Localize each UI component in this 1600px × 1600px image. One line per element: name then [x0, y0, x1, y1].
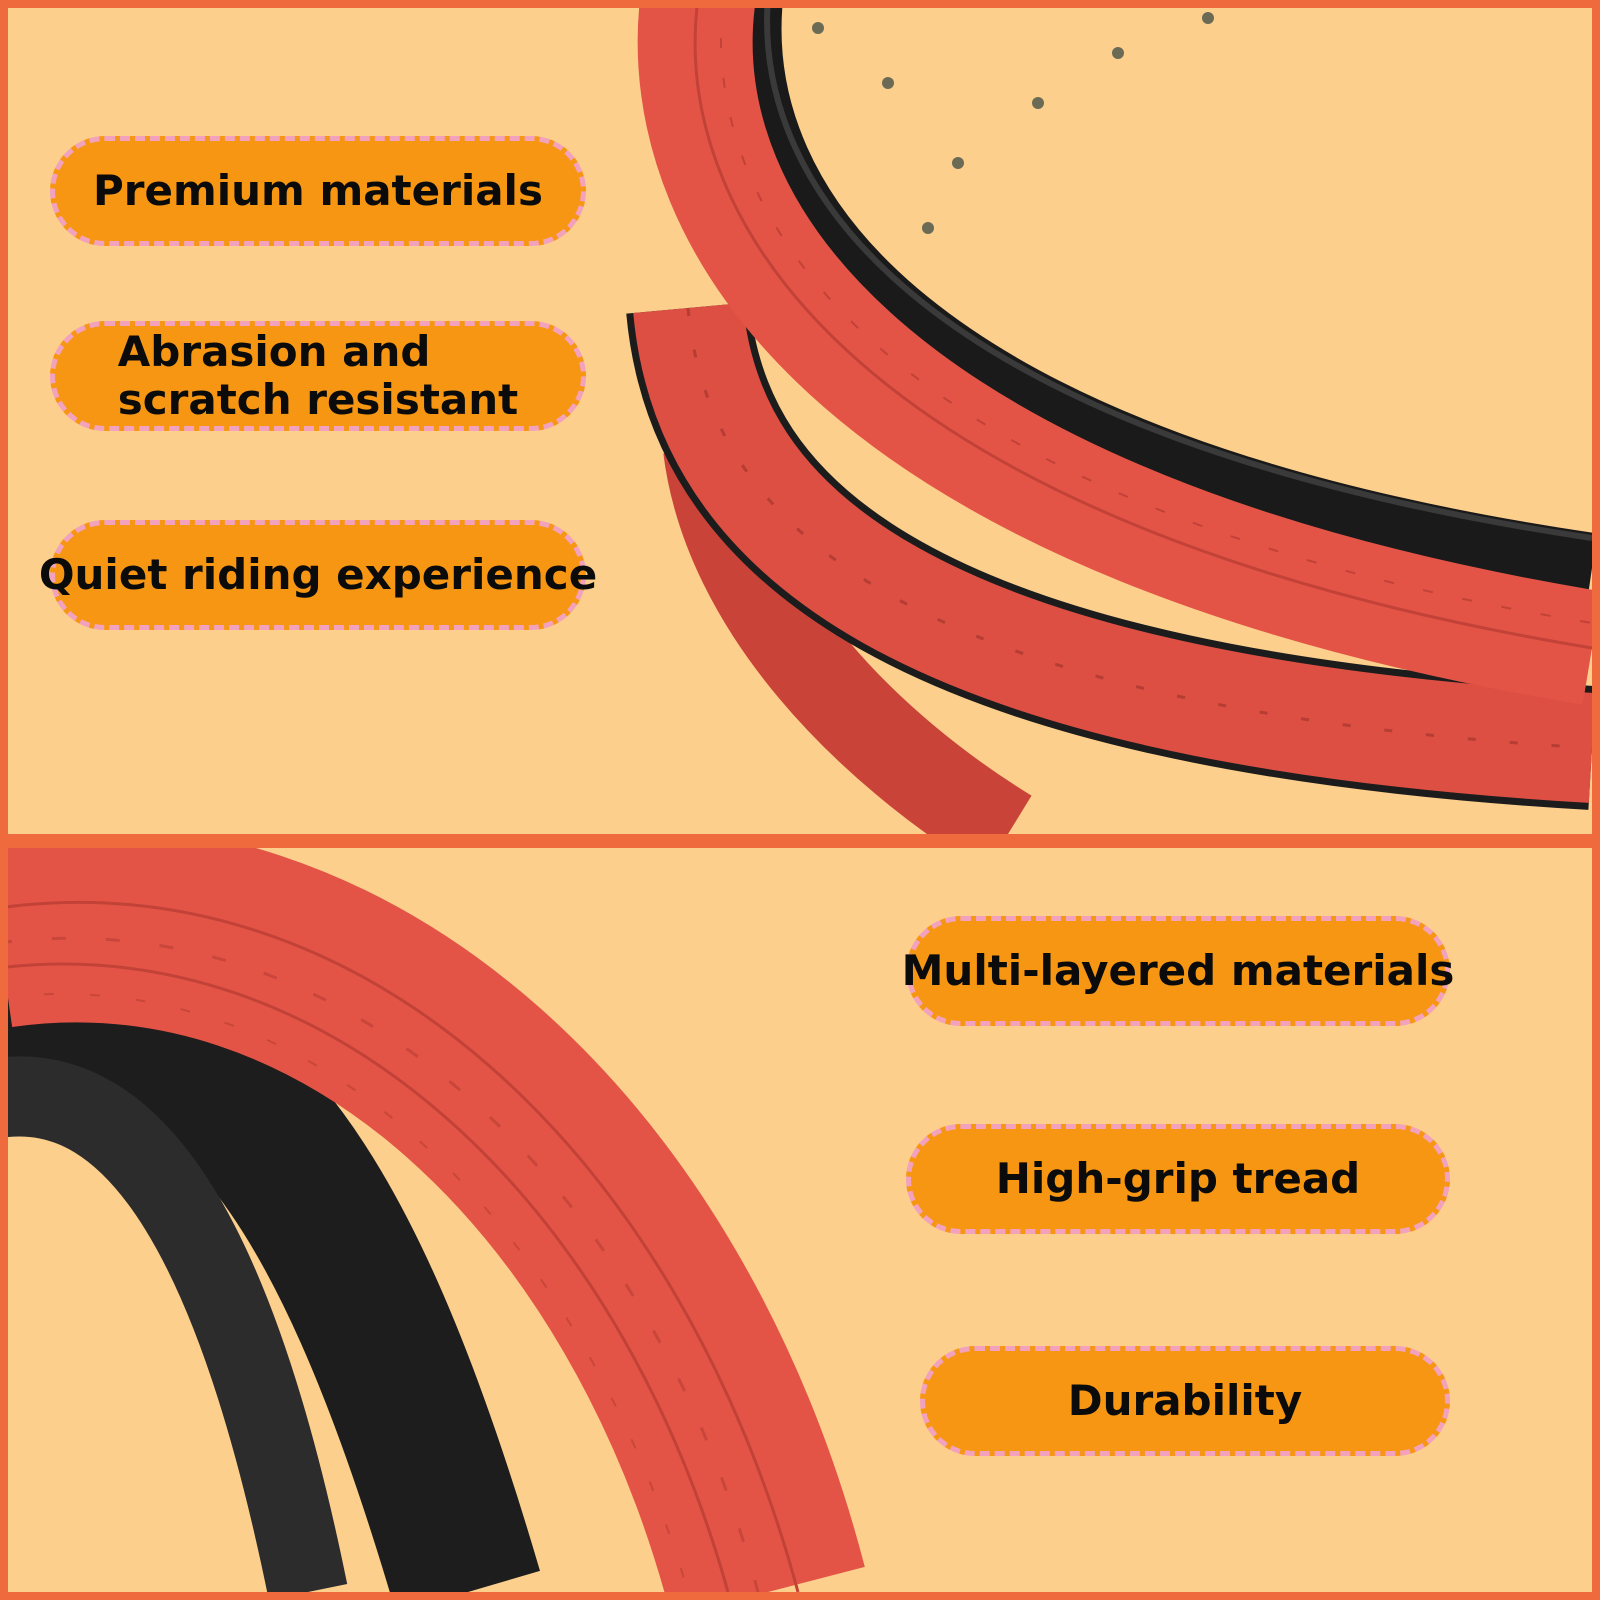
- tire-arc: [8, 848, 865, 1592]
- tire-middle: [633, 302, 1592, 803]
- feature-label: High-grip tread: [995, 1154, 1361, 1203]
- rim-top-edge: [764, 8, 1592, 541]
- feature-label: Durability: [1067, 1376, 1303, 1425]
- feature-pill-abrasion-resistant: Abrasion and scratch resistant: [50, 321, 586, 431]
- feature-pill-multi-layered: Multi-layered materials: [902, 916, 1454, 1026]
- bottom-panel: Multi-layered materials High-grip tread …: [8, 848, 1592, 1592]
- single-tire-image: [8, 848, 865, 1592]
- feature-pill-premium-materials: Premium materials: [50, 136, 586, 246]
- tire-top-groove: [693, 8, 1592, 650]
- feature-label: Abrasion and scratch resistant: [117, 327, 519, 424]
- feature-label: Quiet riding experience: [38, 550, 598, 599]
- rim-inner: [8, 949, 540, 1592]
- top-panel: Premium materials Abrasion and scratch r…: [8, 8, 1592, 834]
- feature-pill-quiet-riding: Quiet riding experience: [39, 520, 597, 630]
- tire-top-tread: [719, 8, 1592, 624]
- feature-label: Multi-layered materials: [901, 946, 1455, 995]
- tire-groove-inner: [8, 962, 730, 1592]
- feature-pill-high-grip: High-grip tread: [906, 1124, 1450, 1234]
- spoke-holes: [812, 12, 1214, 234]
- feature-pill-durability: Durability: [920, 1346, 1450, 1456]
- feature-label: Premium materials: [93, 166, 543, 215]
- stacked-tires-image: [626, 8, 1592, 834]
- tire-groove-outer: [8, 900, 800, 1592]
- rim-shadow: [8, 1056, 348, 1592]
